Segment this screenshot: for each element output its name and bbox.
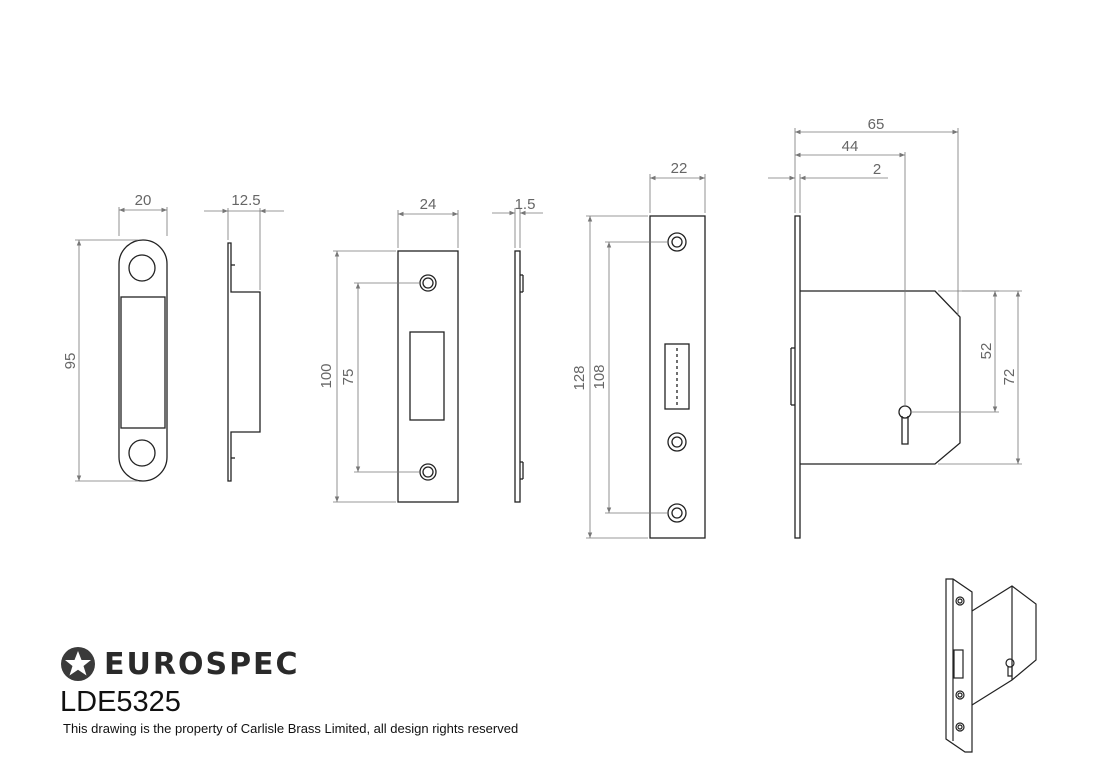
backset-dimension <box>795 152 906 405</box>
keep-width-dimension <box>397 210 459 248</box>
brand-name: EUROSPEC <box>104 646 300 682</box>
case-height-dimension <box>912 290 1022 465</box>
backset-label: 44 <box>842 138 859 155</box>
keep-side-view <box>514 250 524 503</box>
forend-height-dimension <box>586 215 668 539</box>
keep-width-label: 24 <box>420 196 437 213</box>
isometric-lock-sketch <box>945 578 1037 753</box>
case-height-label: 72 <box>1001 369 1018 386</box>
forend-width-dimension <box>649 174 706 213</box>
eurospec-brand: EUROSPEC <box>60 646 300 682</box>
forend-width-label: 22 <box>671 160 688 177</box>
forend-thickness-dimension <box>768 174 888 213</box>
keep-thickness-dimension <box>492 208 543 248</box>
keep-height-dimension <box>333 250 420 503</box>
case-depth-label: 65 <box>868 116 885 133</box>
strike-width-label: 20 <box>135 192 152 209</box>
case-inner-height-label: 52 <box>978 343 995 360</box>
forend-height-label: 128 <box>571 365 588 390</box>
strike-plate-front-view <box>118 239 168 482</box>
case-depth-dimension <box>794 128 959 315</box>
strike-width-dimension <box>118 207 168 236</box>
keep-front-view <box>397 250 459 503</box>
keep-hole-centres-label: 75 <box>340 369 357 386</box>
forend-thickness-label: 2 <box>873 161 881 178</box>
keep-thickness-label: 1.5 <box>515 196 536 213</box>
product-code: LDE5325 <box>60 686 181 718</box>
strike-depth-dimension <box>204 208 284 290</box>
copyright-notice: This drawing is the property of Carlisle… <box>63 721 519 736</box>
strike-plate-side-view <box>227 242 261 482</box>
star-logo-icon <box>61 647 95 681</box>
forend-front-view <box>649 215 706 539</box>
keep-height-label: 100 <box>318 363 335 388</box>
forend-hole-centres-label: 108 <box>591 364 608 389</box>
strike-height-label: 95 <box>62 353 79 370</box>
lock-body-side-view <box>790 215 961 539</box>
strike-depth-label: 12.5 <box>231 192 260 209</box>
strike-height-dimension <box>75 239 138 482</box>
